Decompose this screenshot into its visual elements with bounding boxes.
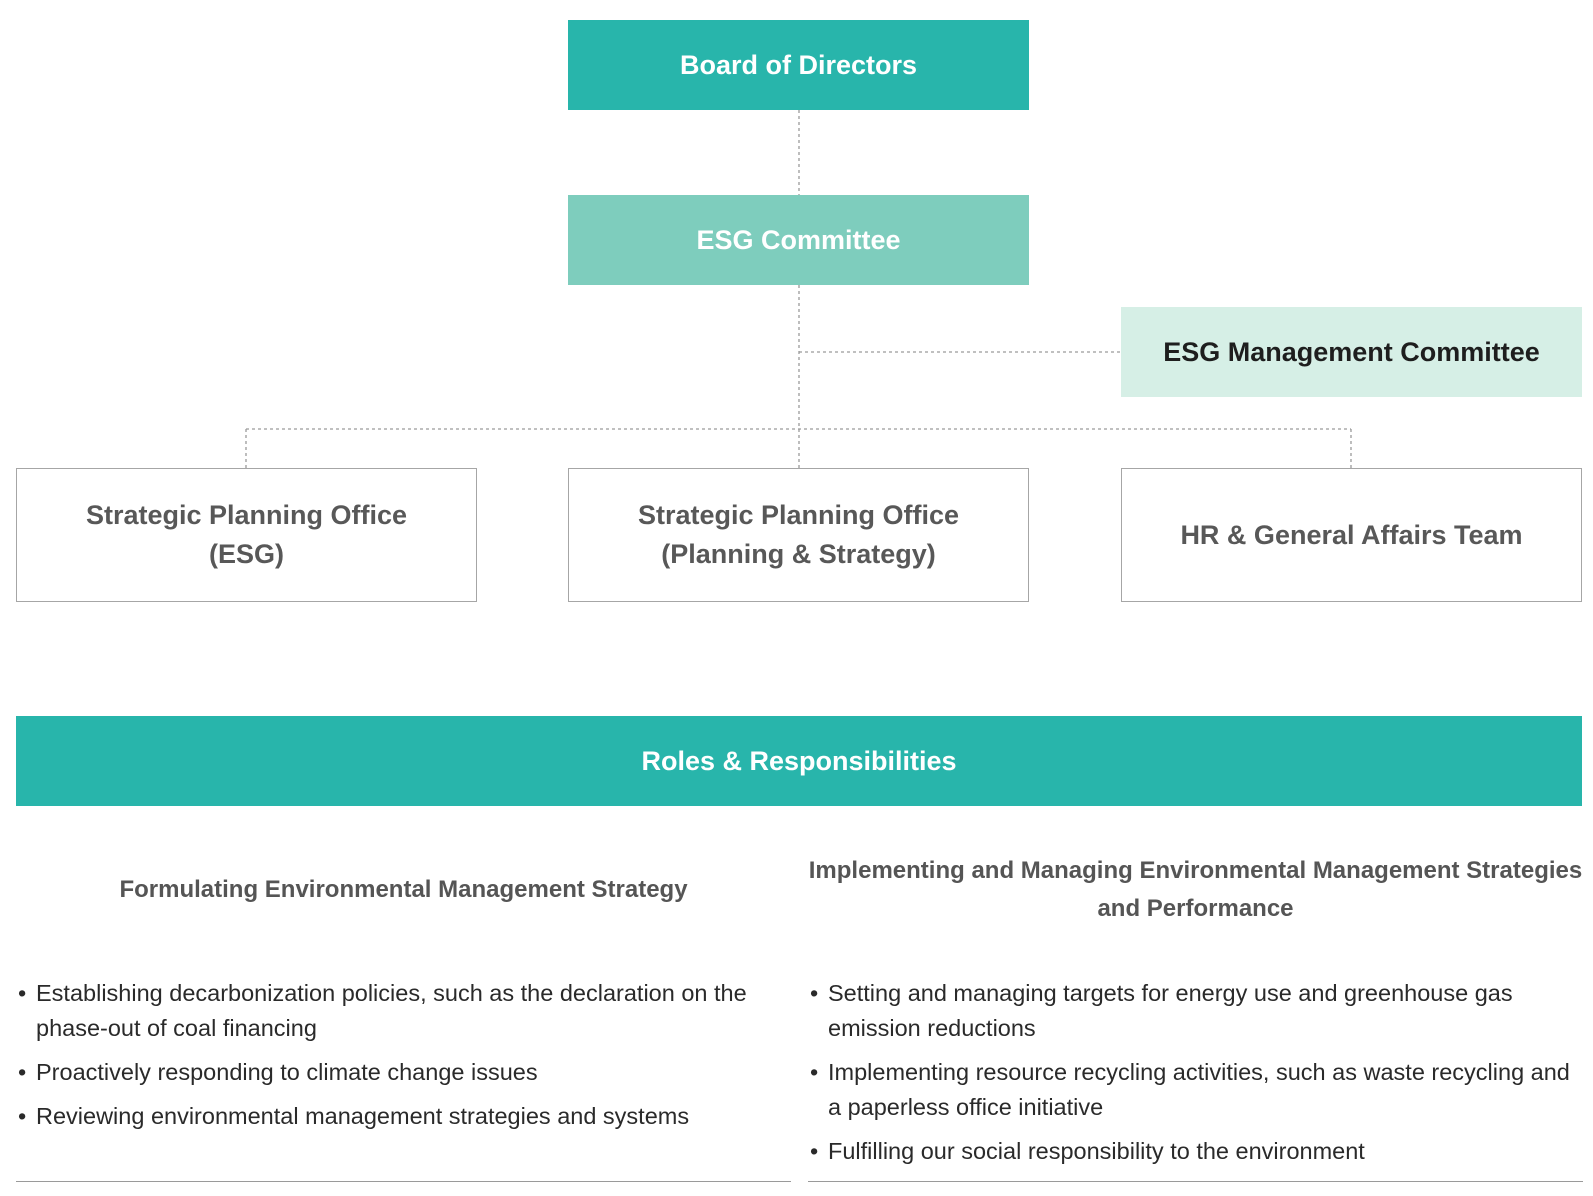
divider-right (808, 1181, 1583, 1182)
divider-left (16, 1181, 791, 1182)
roles-heading-left: Formulating Environmental Management Str… (119, 876, 688, 903)
list-item: Establishing decarbonization policies, s… (16, 976, 791, 1046)
connector-lines (245, 110, 1352, 468)
list-item: Implementing resource recycling activiti… (808, 1055, 1583, 1125)
roles-banner: Roles & Responsibilities (16, 716, 1582, 806)
roles-heading-right: Implementing and Managing Environmental … (808, 857, 1583, 922)
esg-management-committee-node: ESG Management Committee (1121, 307, 1582, 397)
roles-column-right: Implementing and Managing Environmental … (808, 840, 1583, 1169)
board-of-directors-node: Board of Directors (568, 20, 1029, 110)
team-node-strategic-planning-esg: Strategic Planning Office (ESG) (16, 468, 477, 602)
list-item: Fulfilling our social responsibility to … (808, 1134, 1583, 1169)
team-node-strategic-planning-strategy: Strategic Planning Office (Planning & St… (568, 468, 1029, 602)
roles-list-right: Setting and managing targets for energy … (808, 976, 1583, 1178)
list-item: Proactively responding to climate change… (16, 1055, 791, 1090)
list-item: Reviewing environmental management strat… (16, 1099, 791, 1134)
roles-column-left: Formulating Environmental Management Str… (16, 840, 791, 1134)
team-node-hr-general-affairs: HR & General Affairs Team (1121, 468, 1582, 602)
roles-list-left: Establishing decarbonization policies, s… (16, 976, 791, 1143)
esg-committee-node: ESG Committee (568, 195, 1029, 285)
list-item: Setting and managing targets for energy … (808, 976, 1583, 1046)
